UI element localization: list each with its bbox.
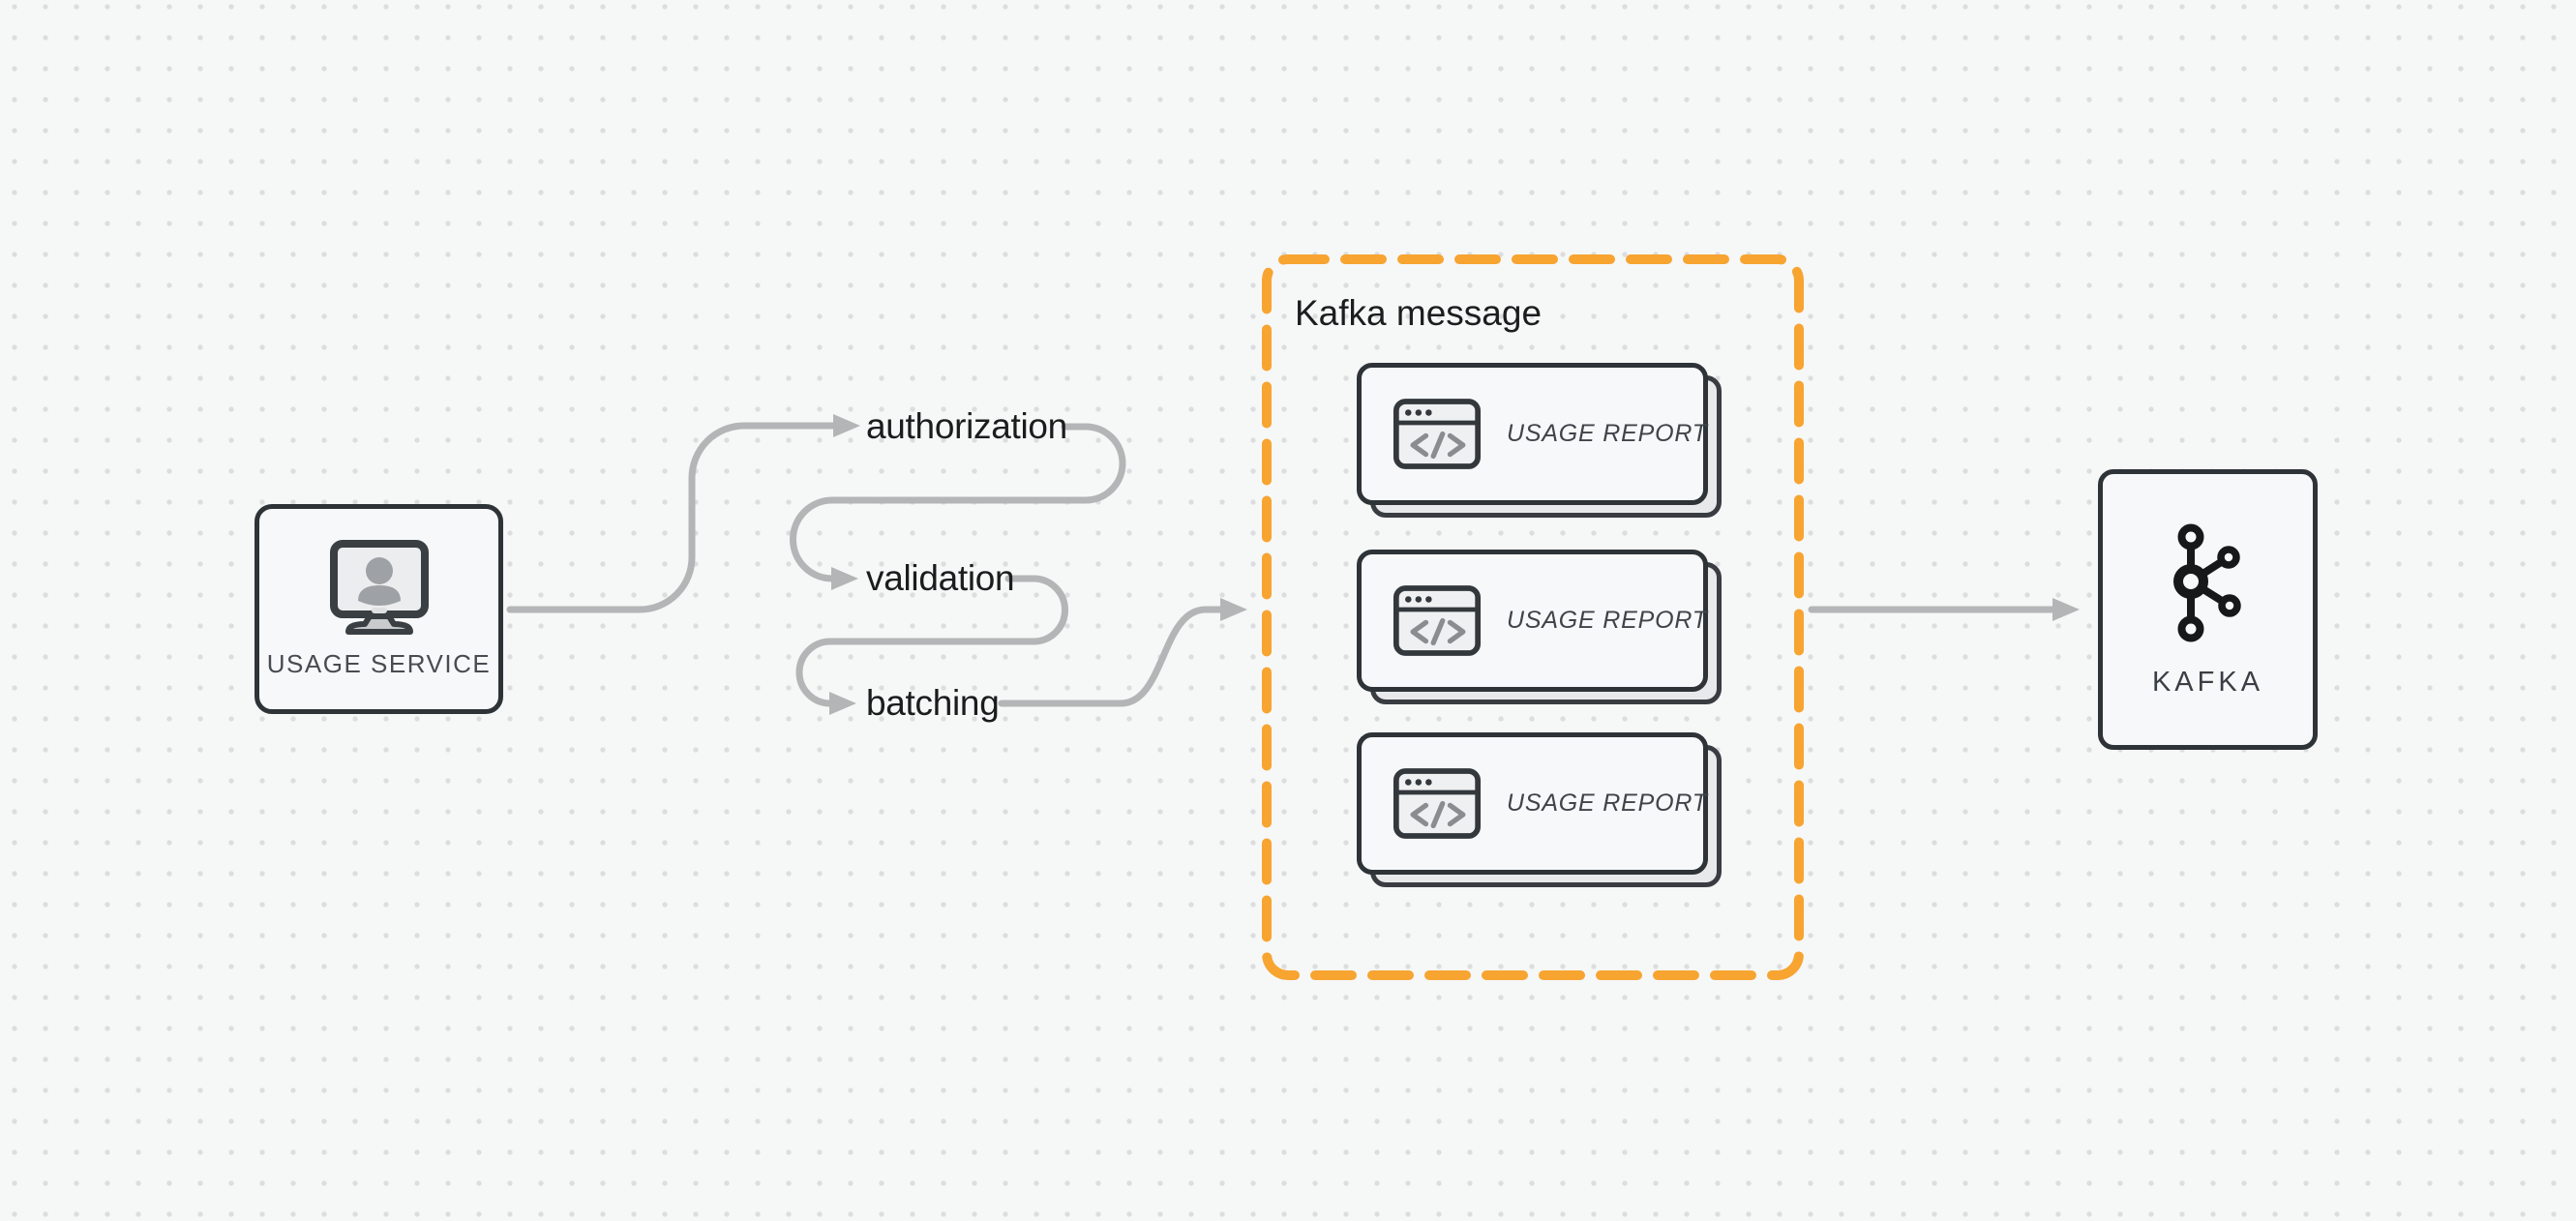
code-window-icon xyxy=(1393,768,1482,839)
code-window-icon xyxy=(1393,585,1482,656)
kafka-message-group[interactable]: Kafka message USAGE REPORT xyxy=(1262,254,1804,980)
code-window-icon xyxy=(1393,399,1482,469)
usage-service-label: USAGE SERVICE xyxy=(266,649,492,678)
kafka-logo-icon xyxy=(2172,523,2241,641)
arrow-usage-service-to-authorization xyxy=(506,414,860,613)
arrow-authorization-to-validation xyxy=(790,423,1126,590)
kafka-message-group-title: Kafka message xyxy=(1295,293,1543,333)
kafka-label: KAFKA xyxy=(2151,666,2264,698)
kafka-node[interactable]: KAFKA xyxy=(2098,469,2318,750)
step-label-validation[interactable]: validation xyxy=(866,558,1015,598)
step-label-authorization[interactable]: authorization xyxy=(866,406,1067,446)
usage-report-card[interactable]: USAGE REPORT xyxy=(1357,732,1722,887)
usage-report-label: USAGE REPORT xyxy=(1507,607,1708,634)
usage-report-card[interactable]: USAGE REPORT xyxy=(1357,550,1722,704)
usage-report-label: USAGE REPORT xyxy=(1507,789,1708,817)
usage-report-card[interactable]: USAGE REPORT xyxy=(1357,363,1722,518)
usage-service-node[interactable]: USAGE SERVICE xyxy=(255,504,503,714)
monitor-user-icon xyxy=(329,540,429,635)
usage-report-label: USAGE REPORT xyxy=(1507,420,1708,447)
arrow-batching-to-kafka-message xyxy=(998,598,1247,707)
step-label-batching[interactable]: batching xyxy=(866,683,1000,723)
